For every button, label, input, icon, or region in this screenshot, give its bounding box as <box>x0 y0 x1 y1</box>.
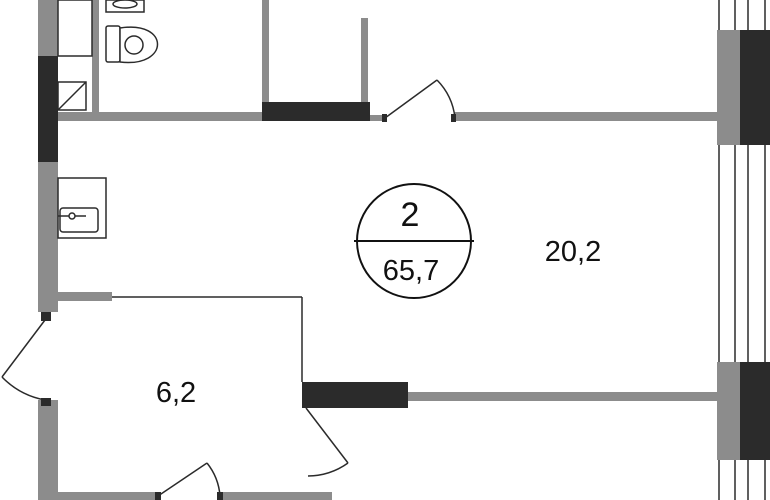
exterior-walls <box>38 0 332 500</box>
window-pier-bottom-column <box>740 362 770 460</box>
apartment-badge: 2 65,7 <box>354 183 474 299</box>
left-wall-lower <box>38 400 58 500</box>
window-wall <box>717 0 770 500</box>
door-hall <box>382 79 456 122</box>
interior-partitions <box>58 0 717 408</box>
living-room-area: 20,2 <box>545 236 601 268</box>
bathroom-area: 6,2 <box>156 377 196 409</box>
partition-column-top <box>262 102 370 121</box>
left-wall-upper <box>38 0 58 56</box>
sink-vanity-icon <box>57 177 107 239</box>
doors <box>1 79 456 500</box>
utility-box <box>57 81 87 111</box>
door-entrance <box>1 312 51 406</box>
sink-top-icon <box>105 0 145 13</box>
cabinet <box>57 0 93 57</box>
total-area: 65,7 <box>383 255 439 287</box>
fixtures <box>57 0 159 239</box>
door-bathroom-side <box>305 407 349 477</box>
bottom-wall-left <box>38 492 158 500</box>
door-bottom <box>155 462 223 500</box>
left-wall-middle <box>38 162 58 312</box>
window-pier-top-column <box>740 30 770 145</box>
toilet-icon <box>105 25 159 64</box>
partition-column-mid <box>302 382 408 408</box>
rooms-count: 2 <box>401 196 420 234</box>
left-wall-column <box>38 56 58 162</box>
bottom-wall-right <box>222 492 332 500</box>
